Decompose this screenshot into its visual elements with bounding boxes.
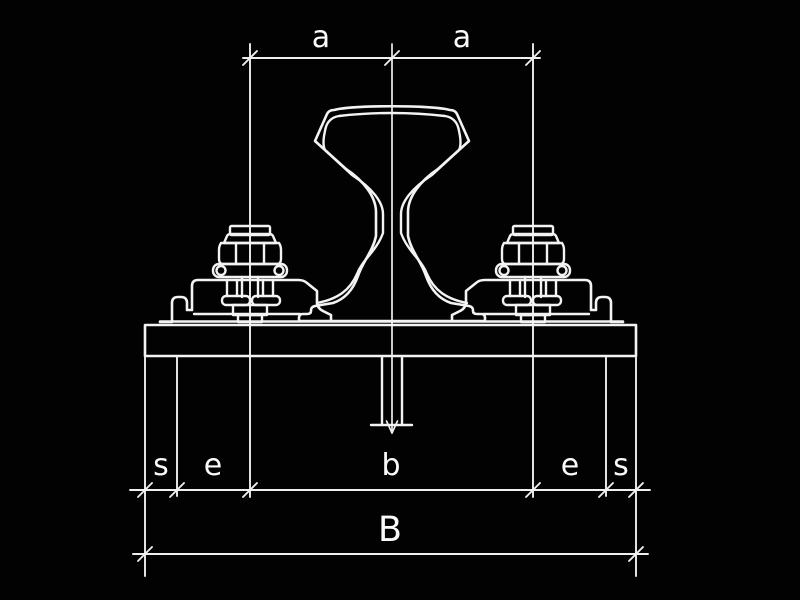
clamp-flange (501, 294, 533, 307)
clamp-assembly-left (158, 224, 333, 324)
dim-label-a-right: a (453, 20, 471, 55)
base-plate (143, 320, 638, 358)
arrow-wing (391, 420, 399, 434)
dim-label-s-right: s (613, 448, 629, 483)
rail-profile (297, 104, 487, 323)
dimension-overall: B (132, 510, 649, 562)
washer-end (273, 264, 285, 277)
clamp-assembly-right (450, 224, 625, 324)
clamp-plate-outline (450, 278, 625, 324)
tick (525, 482, 541, 498)
tick (242, 482, 258, 498)
tick (137, 482, 153, 498)
anchor-bolt (369, 355, 414, 427)
dimension-middle: s e b e s (129, 356, 651, 577)
washer (494, 262, 572, 279)
rail-outer-outline (297, 104, 487, 323)
washer-end (498, 264, 510, 277)
dim-label-b: b (381, 448, 400, 483)
tick (628, 546, 644, 562)
clamp-flange (531, 294, 563, 307)
dim-label-a-left: a (312, 20, 330, 55)
tick (628, 482, 644, 498)
dim-label-e-right: e (561, 448, 579, 483)
nut-upper (505, 232, 561, 245)
base-plate-outline (143, 323, 638, 358)
washer-end (215, 264, 227, 277)
washer (211, 262, 289, 279)
tick (137, 546, 153, 562)
rail-centerline (385, 43, 399, 434)
lower-block (236, 313, 264, 324)
washer-end (556, 264, 568, 277)
nut-upper (222, 232, 278, 245)
dim-label-e-left: e (204, 448, 222, 483)
dim-label-B: B (378, 510, 402, 550)
clamp-flange (220, 294, 252, 307)
dim-label-s-left: s (153, 448, 169, 483)
tick (598, 482, 614, 498)
rail-inner-outline (315, 111, 469, 305)
arrow-wing (385, 420, 393, 434)
lower-block (519, 313, 547, 324)
dimension-top: a a (242, 20, 541, 498)
clamp-flange (250, 294, 282, 307)
tick (169, 482, 185, 498)
clamp-plate-outline (158, 278, 333, 324)
